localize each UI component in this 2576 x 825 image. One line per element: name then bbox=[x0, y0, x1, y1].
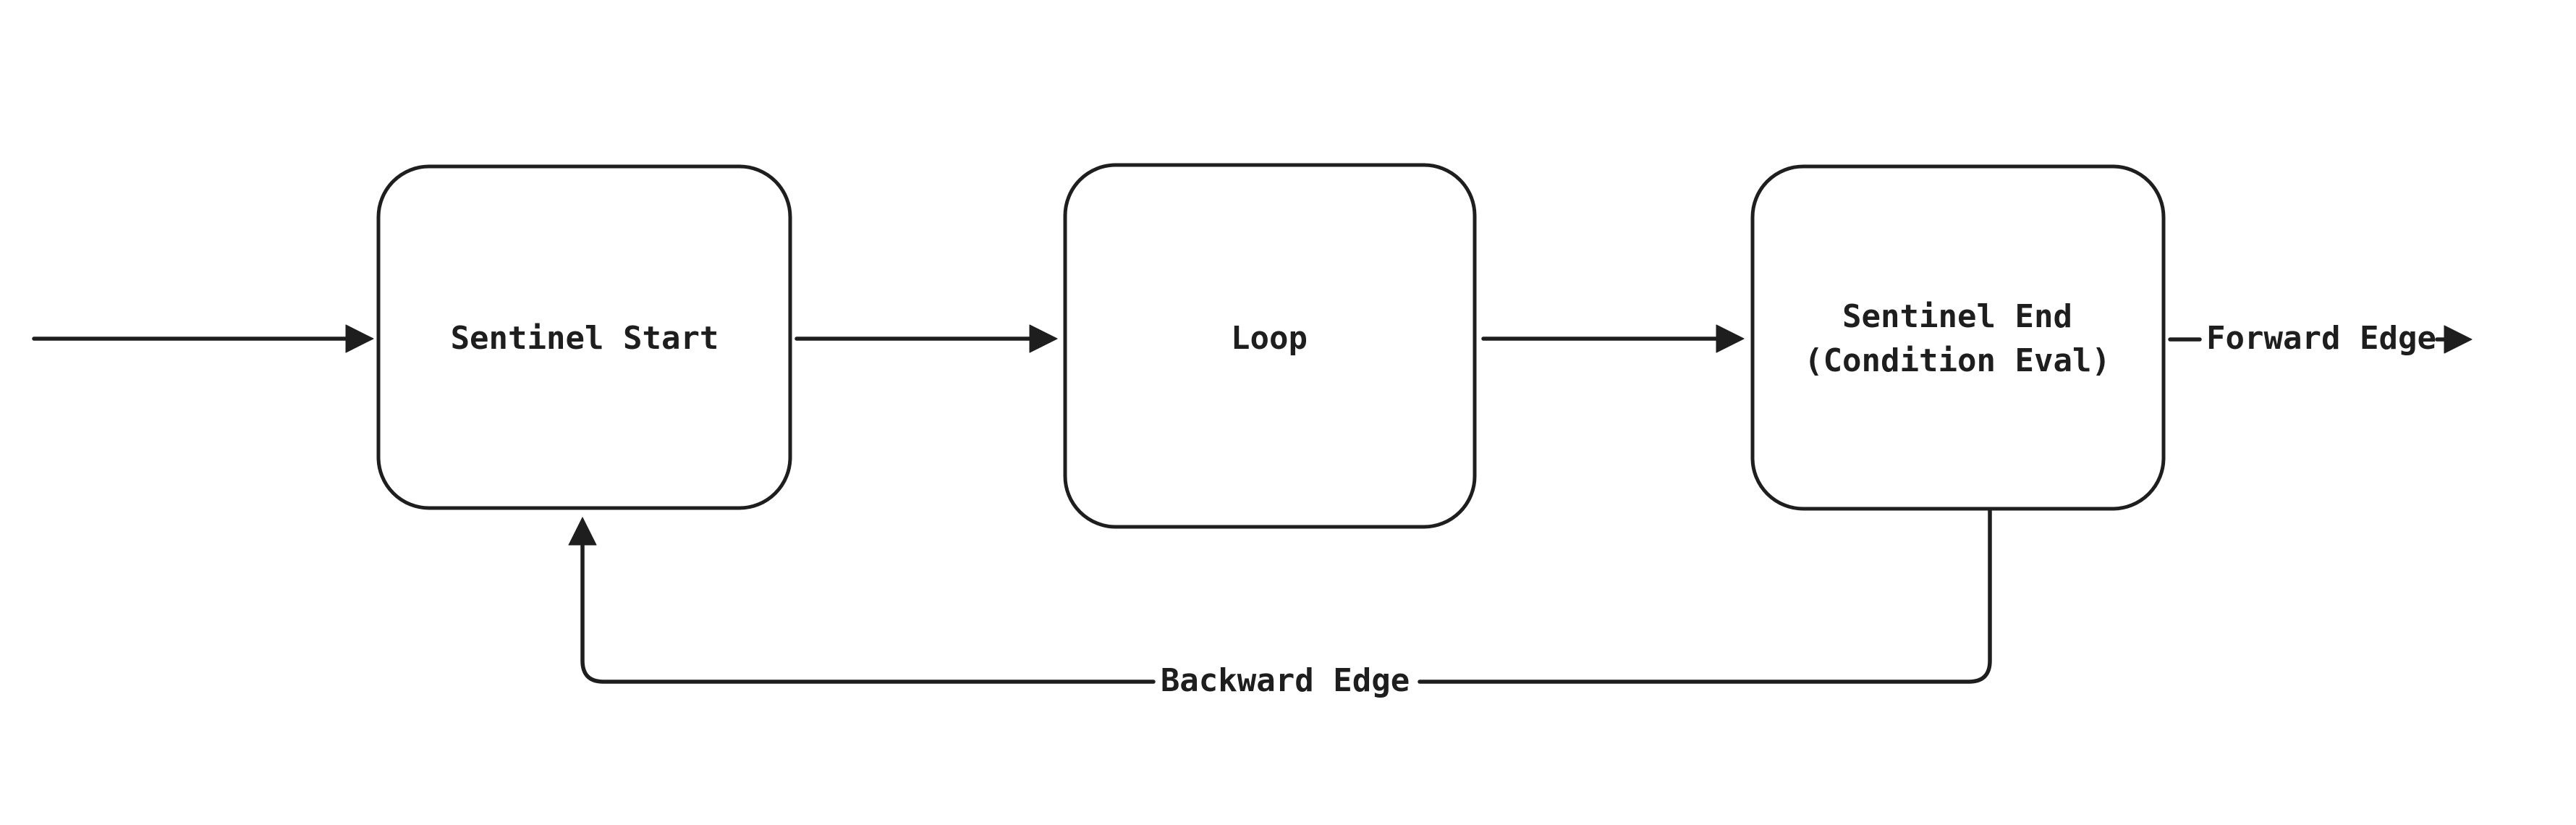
node-sentinel-end bbox=[1750, 164, 2166, 511]
backward-edge-line-left bbox=[580, 543, 1156, 684]
forward-edge-label: Forward Edge bbox=[2206, 320, 2436, 357]
backward-edge-label: Backward Edge bbox=[1161, 662, 1410, 699]
loop-to-end-arrowhead bbox=[1716, 324, 1745, 353]
backward-edge-arrowhead bbox=[568, 517, 597, 546]
node-sentinel-start bbox=[376, 164, 792, 510]
node-sentinel-end-label-line1: Sentinel End bbox=[1842, 298, 2072, 335]
node-loop-label: Loop bbox=[1231, 320, 1308, 357]
node-sentinel-end-label-line2: (Condition Eval) bbox=[1804, 342, 2111, 379]
start-to-loop-arrowhead bbox=[1029, 324, 1058, 353]
forward-edge-arrowhead bbox=[2444, 325, 2473, 354]
backward-edge-line-right bbox=[1418, 509, 1992, 684]
node-sentinel-start-label: Sentinel Start bbox=[451, 320, 719, 357]
node-loop bbox=[1063, 163, 1477, 529]
entry-arrowhead bbox=[345, 324, 374, 353]
